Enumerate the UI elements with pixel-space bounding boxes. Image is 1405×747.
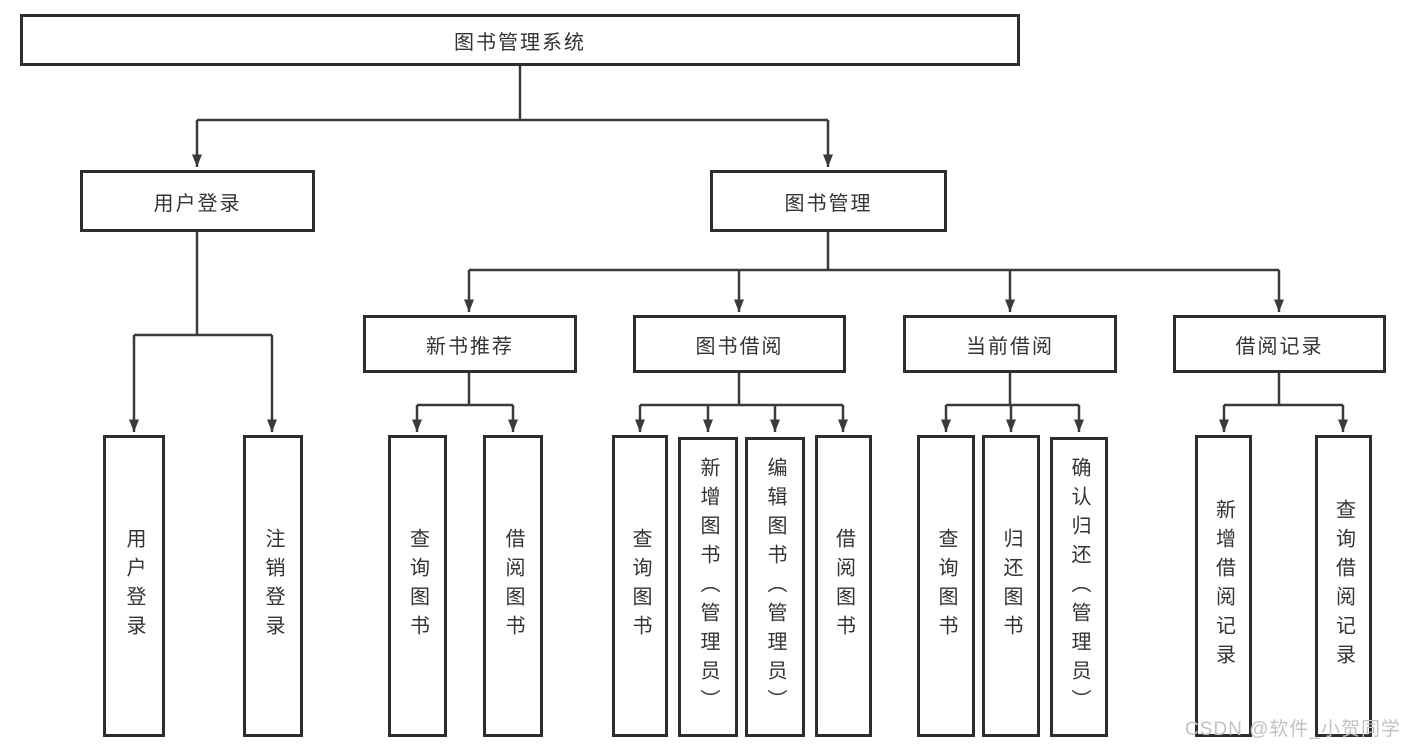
node-library-management-system: 图书管理系统: [20, 14, 1020, 66]
node-label: 查询图书: [406, 528, 429, 644]
node-label: 新增图书（管理员）: [697, 456, 719, 718]
leaf-query-borrow-record: 查询借阅记录: [1315, 435, 1372, 737]
node-label: 图书管理系统: [454, 31, 586, 54]
node-label: 新增借阅记录: [1212, 499, 1235, 673]
leaf-confirm-return-admin: 确认归还（管理员）: [1050, 437, 1108, 737]
node-current-borrowing: 当前借阅: [903, 315, 1117, 373]
node-label: 用户登录: [123, 528, 145, 644]
node-label: 当前借阅: [966, 335, 1054, 358]
node-label: 借阅记录: [1235, 335, 1324, 358]
node-label: 注销登录: [262, 528, 284, 644]
node-label: 查询图书: [935, 528, 957, 644]
node-label: 用户登录: [153, 192, 242, 215]
leaf-return-books: 归还图书: [982, 435, 1040, 737]
leaf-user-login: 用户登录: [103, 435, 165, 737]
leaf-add-borrow-record: 新增借阅记录: [1195, 435, 1252, 737]
node-label: 图书管理: [784, 192, 873, 215]
node-borrowing-records: 借阅记录: [1173, 315, 1386, 373]
leaf-logout-login: 注销登录: [243, 435, 303, 737]
node-user-login: 用户登录: [80, 170, 315, 232]
node-label: 图书借阅: [695, 335, 784, 358]
leaf-query-books-1: 查询图书: [388, 435, 447, 737]
node-label: 归还图书: [1000, 528, 1022, 644]
watermark: CSDN @软件_小贺同学: [1185, 719, 1401, 740]
node-label: 借阅图书: [502, 528, 524, 644]
leaf-query-books-2: 查询图书: [612, 435, 668, 737]
node-new-book-recommendation: 新书推荐: [363, 315, 577, 373]
leaf-add-books-admin: 新增图书（管理员）: [678, 437, 738, 737]
node-label: 确认归还（管理员）: [1068, 456, 1090, 718]
node-label: 编辑图书（管理员）: [764, 456, 786, 718]
node-label: 新书推荐: [426, 335, 514, 358]
node-label: 查询图书: [629, 528, 651, 644]
node-book-management: 图书管理: [710, 170, 947, 232]
leaf-borrow-books-2: 借阅图书: [815, 435, 872, 737]
node-book-borrowing: 图书借阅: [633, 315, 846, 373]
leaf-borrow-books-1: 借阅图书: [483, 435, 543, 737]
leaf-edit-books-admin: 编辑图书（管理员）: [745, 437, 805, 737]
node-label: 借阅图书: [832, 528, 855, 644]
node-label: 查询借阅记录: [1332, 499, 1355, 673]
leaf-query-books-3: 查询图书: [917, 435, 975, 737]
